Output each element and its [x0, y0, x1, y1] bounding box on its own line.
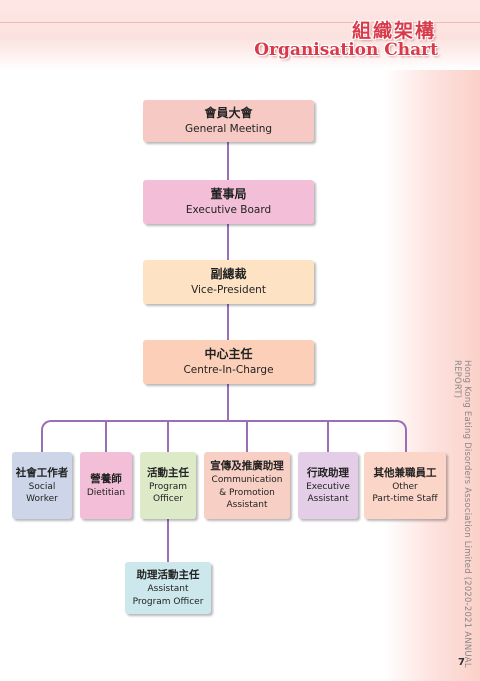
executive-board-zh: 董事局 [210, 187, 247, 201]
centre-in-charge-en: Centre-In-Charge [183, 364, 274, 376]
box-social-worker: 社會工作者 Social Worker [12, 452, 72, 519]
executive-assistant-zh: 行政助理 [307, 466, 349, 479]
connector-gm-eb [227, 142, 229, 180]
centre-in-charge-zh: 中心主任 [204, 347, 253, 361]
connector-drop-other [405, 430, 407, 452]
executive-board-en: Executive Board [185, 204, 272, 216]
header-band [0, 0, 480, 70]
connector-corner-right [395, 420, 407, 432]
connector-bus [51, 420, 398, 422]
header-stripe [0, 22, 480, 23]
page-number: 7 [458, 657, 465, 668]
general-meeting-en: General Meeting [184, 123, 273, 135]
program-officer-en: Program Officer [149, 481, 187, 505]
box-vice-president: 副總裁 Vice-President [143, 260, 314, 304]
communication-assistant-zh: 宣傳及推廣助理 [210, 460, 284, 473]
assistant-program-officer-en: Assistant Program Officer [132, 584, 204, 607]
connector-drop-program [167, 420, 169, 452]
connector-drop-comm [246, 420, 248, 452]
box-program-officer: 活動主任 Program Officer [140, 452, 196, 519]
connector-vp-cic [227, 304, 229, 340]
social-worker-zh: 社會工作者 [15, 466, 69, 479]
box-dietitian: 營養師 Dietitian [80, 452, 132, 519]
box-executive-board: 董事局 Executive Board [143, 180, 314, 224]
social-worker-en: Social Worker [26, 481, 58, 505]
page-title-en: Organisation Chart [254, 40, 438, 60]
general-meeting-zh: 會員大會 [204, 106, 253, 120]
connector-cic-bus [227, 384, 229, 421]
communication-assistant-en: Communication & Promotion Assistant [211, 475, 283, 511]
assistant-program-officer-zh: 助理活動主任 [136, 569, 200, 581]
vice-president-zh: 副總裁 [210, 267, 247, 281]
program-officer-zh: 活動主任 [147, 466, 189, 479]
part-time-staff-zh: 其他兼職員工 [373, 466, 437, 479]
part-time-staff-en: Other Part-time Staff [372, 481, 438, 505]
dietitian-zh: 營養師 [90, 472, 122, 485]
connector-program-assistant [167, 519, 169, 562]
box-general-meeting: 會員大會 General Meeting [143, 100, 314, 142]
box-assistant-program-officer: 助理活動主任 Assistant Program Officer [125, 562, 211, 614]
sidebar-report-title: Hong Kong Eating Disorders Association L… [452, 360, 472, 668]
box-centre-in-charge: 中心主任 Centre-In-Charge [143, 340, 314, 384]
executive-assistant-en: Executive Assistant [306, 481, 350, 505]
connector-drop-exec [327, 420, 329, 452]
page-title-zh: 組織架構 [351, 20, 436, 42]
box-executive-assistant: 行政助理 Executive Assistant [298, 452, 358, 519]
vice-president-en: Vice-President [191, 284, 266, 296]
connector-eb-vp [227, 224, 229, 260]
box-communication-assistant: 宣傳及推廣助理 Communication & Promotion Assist… [204, 452, 290, 519]
connector-corner-left [41, 420, 53, 432]
dietitian-en: Dietitian [86, 487, 126, 498]
box-part-time-staff: 其他兼職員工 Other Part-time Staff [364, 452, 446, 519]
connector-drop-dietitian [105, 420, 107, 452]
connector-drop-social [41, 430, 43, 452]
